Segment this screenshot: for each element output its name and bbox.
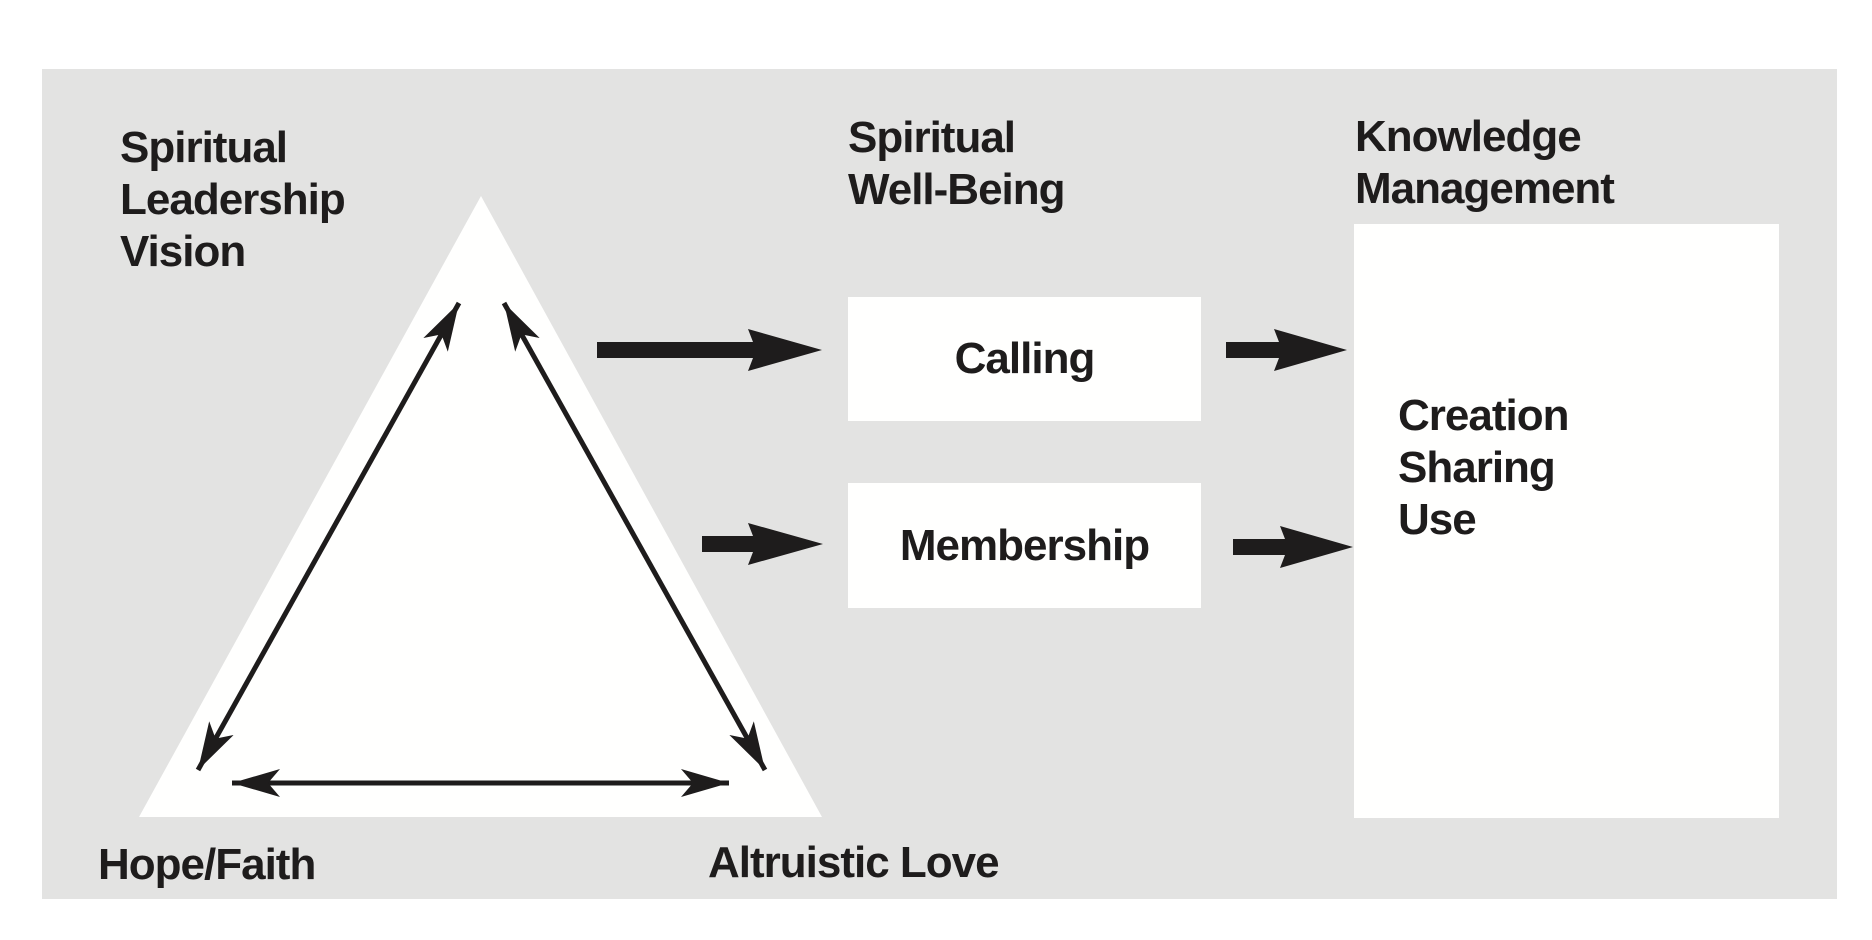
knowledge-management-box [1354, 224, 1779, 818]
arrow-membership-to-knowledge-management [1233, 526, 1353, 568]
spiritual-leadership-vision-label: Spiritual Leadership Vision [120, 123, 346, 276]
spiritual-leadership-triangle [139, 196, 822, 817]
arrow-triangle-to-calling [597, 329, 822, 371]
spiritual-wellbeing-heading: Spiritual Well-Being [848, 113, 1066, 214]
arrow-triangle-to-membership [702, 523, 823, 565]
knowledge-management-heading: Knowledge Management [1355, 112, 1615, 213]
triangle-right-edge-double-arrow [501, 301, 768, 772]
calling-label: Calling [954, 334, 1096, 383]
hope-faith-label: Hope/Faith [98, 840, 316, 889]
calling-box: Calling [848, 297, 1201, 421]
altruistic-love-label: Altruistic Love [708, 838, 1000, 887]
membership-label: Membership [899, 520, 1150, 570]
arrow-calling-to-knowledge-management [1226, 329, 1347, 371]
triangle-left-edge-double-arrow [195, 301, 462, 772]
knowledge-management-processes-label: Creation Sharing Use [1398, 391, 1569, 544]
membership-box: Membership [848, 483, 1201, 608]
